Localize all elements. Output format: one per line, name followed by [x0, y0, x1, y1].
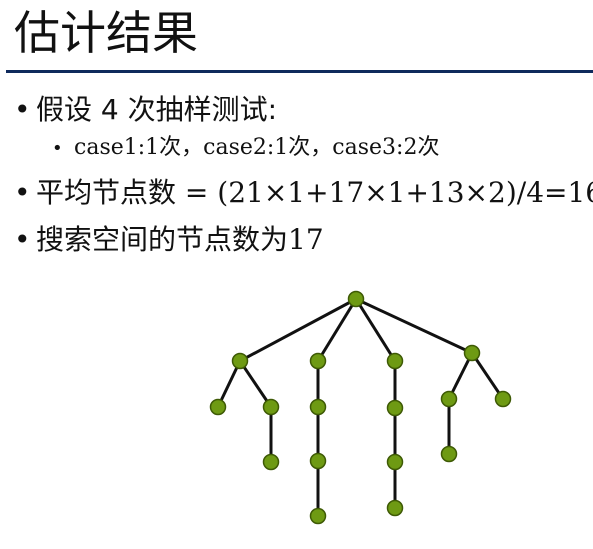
title-divider	[6, 70, 593, 73]
tree-node	[386, 399, 404, 417]
tree-edge	[216, 360, 242, 408]
tree-node	[440, 445, 458, 463]
tree-node	[231, 352, 249, 370]
tree-node	[309, 452, 327, 470]
tree-node	[463, 344, 481, 362]
tree-edge	[470, 352, 505, 400]
bullet-dot-icon: •	[14, 223, 31, 256]
tree-node	[386, 453, 404, 471]
tree-node	[494, 390, 512, 408]
bullet-average-label: 平均节点数	[36, 176, 177, 209]
slide-title: 估计结果	[14, 6, 198, 60]
tree-node	[262, 398, 280, 416]
tree-node	[309, 507, 327, 525]
tree-node	[386, 352, 404, 370]
tree-nodes	[209, 290, 512, 525]
bullet-average-formula: = (21×1+17×1+13×2)/4=16	[176, 176, 593, 209]
tree-node	[309, 352, 327, 370]
tree-edge	[354, 298, 397, 362]
tree-node	[209, 398, 227, 416]
tree-node	[309, 398, 327, 416]
bullet-dot-icon: •	[14, 176, 31, 209]
tree-node	[262, 453, 280, 471]
tree-node	[440, 390, 458, 408]
tree-node-root	[347, 290, 365, 308]
bullet-sampling: •假设 4 次抽样测试:	[14, 92, 277, 128]
bullet-dot-icon: •	[52, 138, 63, 159]
bullet-search-space-label: 搜索空间的节点数为	[36, 223, 289, 256]
tree-edge	[316, 298, 358, 362]
sub-bullet-cases: • case1:1次，case2:1次，case3:2次	[52, 133, 439, 164]
tree-node	[386, 499, 404, 517]
bullet-dot-icon: •	[14, 93, 31, 126]
bullet-average: •平均节点数 = (21×1+17×1+13×2)/4=16	[14, 175, 593, 211]
bullet-sampling-text: 假设 4 次抽样测试:	[36, 93, 278, 126]
tree-edge	[355, 297, 473, 355]
tree-edge	[447, 352, 474, 400]
bullet-search-space-value: 17	[288, 223, 324, 256]
tree-edges	[216, 297, 505, 516]
bullet-search-space: •搜索空间的节点数为17	[14, 222, 324, 258]
tree-edge	[239, 297, 357, 363]
tree-edge	[238, 360, 273, 408]
sub-bullet-cases-text: case1:1次，case2:1次，case3:2次	[74, 135, 440, 160]
